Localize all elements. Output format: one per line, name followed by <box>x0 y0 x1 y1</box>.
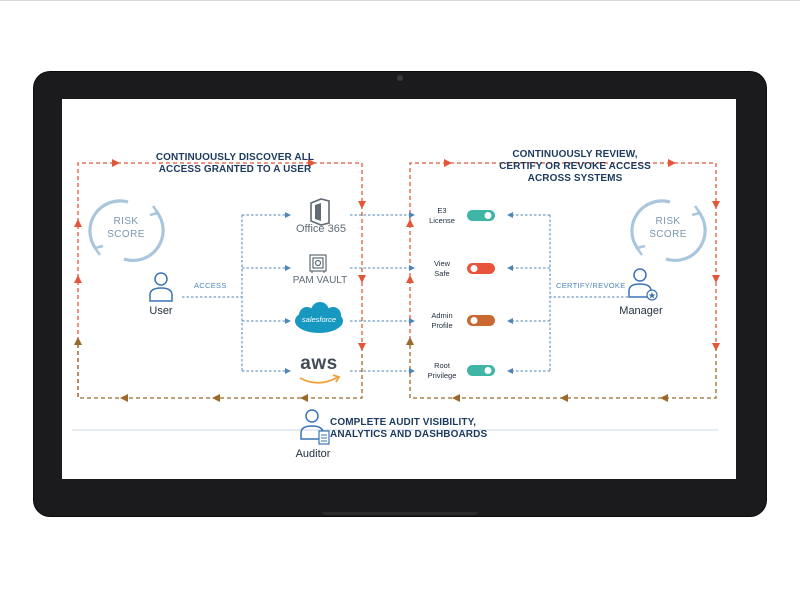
webcam <box>397 75 403 81</box>
auditor-label: Auditor <box>295 448 331 460</box>
aws-smile-icon <box>299 374 341 384</box>
risk-score-right-line2: SCORE <box>649 229 687 240</box>
right-loop-red <box>409 162 717 347</box>
aws-label: aws <box>300 353 338 374</box>
audit-heading-pre: COMPLETE <box>330 417 389 428</box>
pam-vault-label: PAM VAULT <box>292 275 348 286</box>
risk-score-right: RISK SCORE <box>648 215 688 241</box>
access-flow-label: ACCESS <box>194 281 227 290</box>
manager-label: Manager <box>619 305 663 317</box>
risk-score-left: RISK SCORE <box>106 215 146 241</box>
review-heading-line2: CERTIFY OR REVOKE ACCESS <box>499 161 651 172</box>
toggle-view-safe[interactable] <box>467 263 495 274</box>
office-365-label: Office 365 <box>296 223 346 235</box>
left-loop-red <box>77 162 363 397</box>
access-item-e3-line1: E3 <box>437 206 447 215</box>
certify-flow-label: CERTIFY/REVOKE <box>556 281 626 290</box>
access-flow <box>182 212 415 374</box>
discover-heading-post: ALL <box>291 152 315 163</box>
access-item-e3-line2: License <box>429 216 455 225</box>
user-label: User <box>149 305 173 317</box>
review-heading-line3: ACROSS SYSTEMS <box>527 173 623 184</box>
refresh-cycle-icon <box>630 199 707 263</box>
audit-heading-emphasis: AUDIT VISIBILITY, <box>388 417 477 428</box>
access-item-root-privilege-line2: Privilege <box>427 371 457 380</box>
toggle-admin-profile[interactable] <box>467 315 495 326</box>
toggle-root-privilege[interactable] <box>467 365 495 376</box>
pam-vault-icon <box>309 254 327 273</box>
review-heading-pre: CONTINUOUSLY <box>512 149 596 160</box>
diagram-canvas <box>72 159 720 445</box>
salesforce-label: salesforce <box>301 315 337 324</box>
access-item-root-privilege: Root Privilege <box>420 361 464 381</box>
access-item-admin-profile: Admin Profile <box>420 311 464 331</box>
risk-score-left-line2: SCORE <box>107 229 145 240</box>
manager-icon <box>628 268 658 301</box>
toggle-e3[interactable] <box>467 210 495 221</box>
discover-heading: CONTINUOUSLY DISCOVER ALL ACCESS GRANTED… <box>140 152 330 176</box>
refresh-cycle-icon <box>88 199 165 263</box>
access-item-view-safe: View Safe <box>420 259 464 279</box>
review-heading-emphasis: REVIEW, <box>595 149 638 160</box>
discover-heading-emphasis: DISCOVER <box>238 152 292 163</box>
access-item-admin-profile-line2: Profile <box>431 321 453 330</box>
audit-heading-line2: ANALYTICS AND DASHBOARDS <box>330 429 488 440</box>
risk-score-right-line1: RISK <box>655 216 681 227</box>
top-rule <box>0 0 800 1</box>
office-365-icon <box>310 198 330 226</box>
access-item-admin-profile-line1: Admin <box>431 311 453 320</box>
access-item-root-privilege-line1: Root <box>434 361 450 370</box>
monitor-stand <box>322 512 478 515</box>
auditor-icon <box>300 409 330 445</box>
access-item-view-safe-line1: View <box>433 259 451 268</box>
audit-heading: COMPLETE AUDIT VISIBILITY, ANALYTICS AND… <box>330 417 510 441</box>
review-heading: CONTINUOUSLY REVIEW, CERTIFY OR REVOKE A… <box>480 149 670 185</box>
discover-heading-pre: CONTINUOUSLY <box>155 152 239 163</box>
salesforce-cloud-icon <box>295 302 343 333</box>
diagram-screen: CONTINUOUSLY DISCOVER ALL ACCESS GRANTED… <box>62 99 736 479</box>
access-item-e3: E3 License <box>420 206 464 226</box>
certify-flow <box>507 212 628 374</box>
user-icon <box>149 272 173 302</box>
access-item-view-safe-line2: Safe <box>434 269 450 278</box>
left-loop-arrows <box>74 159 366 402</box>
right-loop-arrows <box>406 159 720 402</box>
risk-score-left-line1: RISK <box>113 216 139 227</box>
discover-heading-line2: ACCESS GRANTED TO A USER <box>158 164 312 175</box>
